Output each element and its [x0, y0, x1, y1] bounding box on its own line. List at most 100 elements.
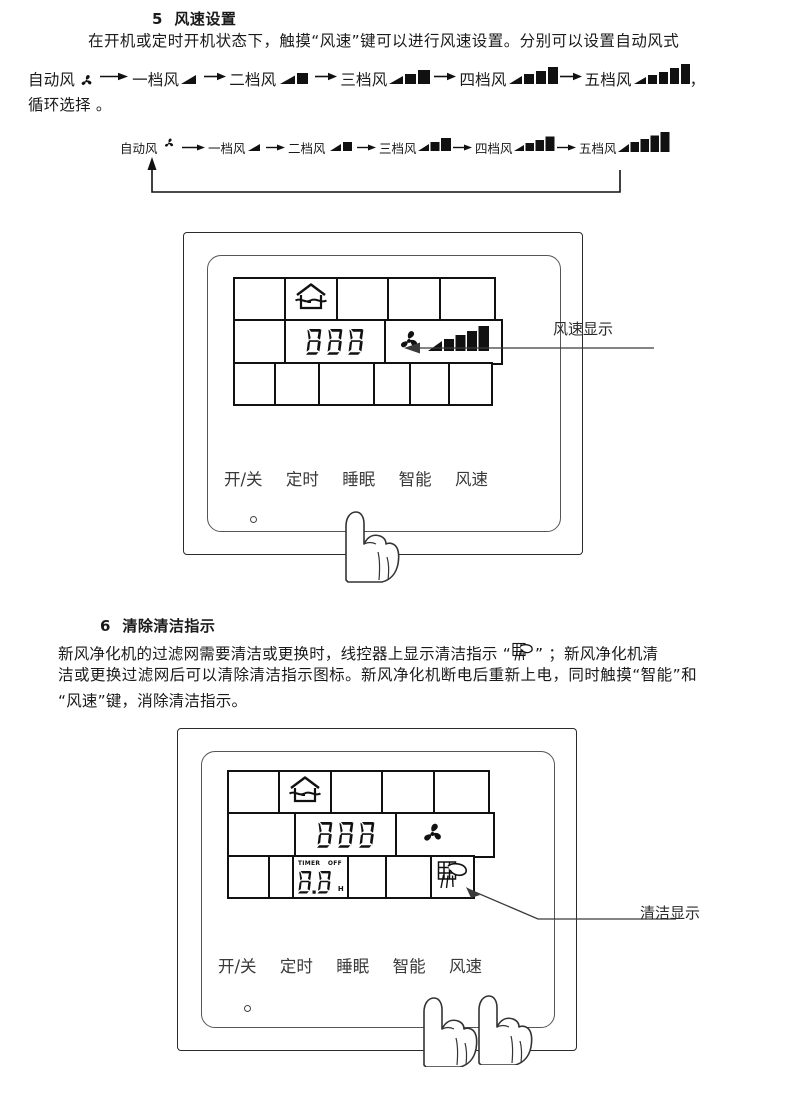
wind-bars-4-icon — [514, 136, 556, 156]
lcd-1-cell-r2c1 — [233, 318, 287, 365]
fan-speed-level-2-label: 二档风 — [229, 71, 277, 89]
panel-1-callout-leader — [404, 342, 654, 354]
flow-arrow-icon — [557, 140, 579, 155]
panel-2-indicator-led — [244, 1005, 251, 1012]
panel-2-button-power[interactable]: 开/关 — [218, 957, 257, 976]
lcd-2-cell-r1c3 — [329, 770, 384, 814]
flow-level-1-label: 一档风 — [208, 141, 246, 156]
fan-icon — [162, 136, 176, 153]
flow-level-4-label: 四档风 — [475, 141, 513, 156]
wind-bars-2-icon — [330, 139, 356, 156]
lcd-2-cell-r1c2-house — [278, 770, 333, 814]
wind-bars-4-icon — [508, 66, 559, 87]
flow-arrow-icon — [357, 140, 379, 155]
section-6-title: 清除清洁指示 — [122, 617, 216, 635]
flow-level-5-label: 五档风 — [579, 141, 617, 156]
lcd-1-cell-r3c4 — [373, 362, 412, 406]
house-fresh-air-icon — [293, 282, 329, 316]
section-6-paragraph-line-3: “风速”键，消除清洁指示。 — [58, 692, 248, 710]
lcd-2-off-label: OFF — [327, 860, 343, 867]
lcd-2-hour-unit: H — [337, 885, 344, 893]
lcd-2-cell-r1c4 — [381, 770, 436, 814]
fan-speed-auto-label: 自动风 — [28, 71, 76, 89]
fan-speed-level-1-label: 一档风 — [132, 71, 180, 89]
fan-speed-level-4-label: 四档风 — [459, 71, 507, 89]
fan-speed-level-5-label: 五档风 — [584, 71, 632, 89]
lcd-2-row-3: TIMER OFF — [227, 855, 476, 899]
fan-icon — [419, 819, 446, 850]
wind-bars-5-icon — [618, 132, 670, 158]
section-5-paragraph-line-1: 在开机或定时开机状态下，触摸“风速”键可以进行风速设置。分别可以设置自动风式 — [88, 32, 680, 50]
panel-2-button-fanspeed[interactable]: 风速 — [449, 957, 482, 976]
section-5-paragraph-line-2: 自动风 一档风 二档风 三档风 四档风 五档风 ， — [28, 64, 705, 89]
flow-arrow-icon — [559, 71, 584, 82]
lcd-1-cell-r3c2 — [274, 362, 321, 406]
clean-filter-icon — [512, 642, 534, 666]
lcd-1-digits — [284, 318, 387, 365]
panel-1-lcd-display — [233, 277, 503, 409]
panel-1-button-sleep[interactable]: 睡眠 — [342, 470, 376, 489]
fan-speed-level-3-label: 三档风 — [340, 71, 388, 89]
flow-arrow-icon — [182, 140, 208, 155]
flow-level-3-label: 三档风 — [379, 141, 417, 156]
wind-bars-3-icon — [389, 68, 433, 87]
lcd-2-cell-r1c5 — [432, 770, 490, 814]
seven-segment-888 — [316, 821, 375, 848]
panel-1-button-power[interactable]: 开/关 — [224, 470, 263, 489]
cycle-back-arrow-icon — [147, 157, 621, 193]
flow-arrow-icon — [204, 71, 228, 82]
section-6-paragraph-line-2: 洁或更换过滤网后可以清除清洁指示图标。新风净化机断电后重新上电，同时触摸“智能”… — [58, 666, 698, 684]
section-5-number: 5 — [152, 10, 163, 28]
panel-2-callout-leader — [466, 887, 676, 920]
wind-bars-1-icon — [181, 70, 203, 87]
panel-2-button-smart[interactable]: 智能 — [392, 957, 426, 976]
panel-2-button-row: 开/关 定时 睡眠 智能 风速 — [218, 953, 482, 977]
section-5-paragraph-line-3: 循环选择 。 — [28, 96, 112, 114]
lcd-1-cell-r1c4 — [387, 277, 442, 321]
section-6-heading: 6 清除清洁指示 — [100, 615, 215, 636]
wind-bars-1-icon — [248, 140, 265, 156]
lcd-2-cell-r3c2 — [268, 855, 295, 899]
lcd-2-cell-r3c1 — [227, 855, 271, 899]
lcd-1-cell-r3c5 — [408, 362, 451, 406]
flow-arrow-icon — [453, 140, 475, 155]
fan-speed-cycle-diagram: 自动风 一档风 二档风 三档风 — [110, 128, 690, 193]
lcd-1-row-2 — [233, 318, 503, 365]
lcd-2-clean-indicator — [430, 855, 476, 899]
section-6-paragraph-line-1: 新风净化机的过滤网需要清洁或更换时，线控器上显示清洁指示 “ ” ；新风净化机清 — [58, 642, 658, 666]
panel-1-button-fanspeed[interactable]: 风速 — [455, 470, 488, 489]
lcd-1-cell-r1c3 — [335, 277, 390, 321]
flow-arrow-icon — [315, 71, 339, 82]
lcd-1-cell-r3c6 — [448, 362, 494, 406]
panel-2-button-sleep[interactable]: 睡眠 — [336, 957, 370, 976]
lcd-1-fan-speed-indicator — [383, 318, 503, 365]
panel-1-button-row: 开/关 定时 睡眠 智能 风速 — [224, 466, 488, 490]
lcd-2-timer-label: TIMER — [297, 860, 321, 867]
lcd-2-timer-value — [297, 871, 334, 899]
panel-1-button-timer[interactable]: 定时 — [285, 470, 319, 489]
wind-bars-2-icon — [280, 70, 314, 87]
flow-auto-text: 自动风 — [120, 141, 158, 156]
flow-arrow-icon — [100, 71, 130, 82]
lcd-2-row-2 — [227, 811, 495, 858]
panel-2-button-timer[interactable]: 定时 — [279, 957, 313, 976]
lcd-2-row-1 — [227, 770, 490, 814]
house-fresh-air-icon — [287, 775, 323, 809]
flow-auto-label: 自动风 — [120, 138, 158, 157]
panel-2-callout-label: 清洁显示 — [640, 904, 701, 922]
flow-arrow-icon — [434, 71, 458, 82]
flow-arrow-icon — [266, 140, 288, 155]
seven-segment-888 — [306, 328, 364, 355]
lcd-1-row-1 — [233, 277, 496, 321]
pointing-hand-icon — [461, 970, 541, 1065]
panel-2-lcd-display: TIMER OFF — [227, 770, 497, 902]
fan-icon — [78, 72, 95, 89]
lcd-1-cell-r3c1 — [233, 362, 277, 406]
lcd-1-cell-r1c2-house — [284, 277, 339, 321]
wind-bars-3-icon — [418, 137, 452, 156]
section-6-number: 6 — [100, 617, 111, 635]
lcd-2-digits — [294, 811, 398, 858]
panel-1-button-smart[interactable]: 智能 — [398, 470, 432, 489]
wind-bars-5-icon — [633, 64, 690, 87]
